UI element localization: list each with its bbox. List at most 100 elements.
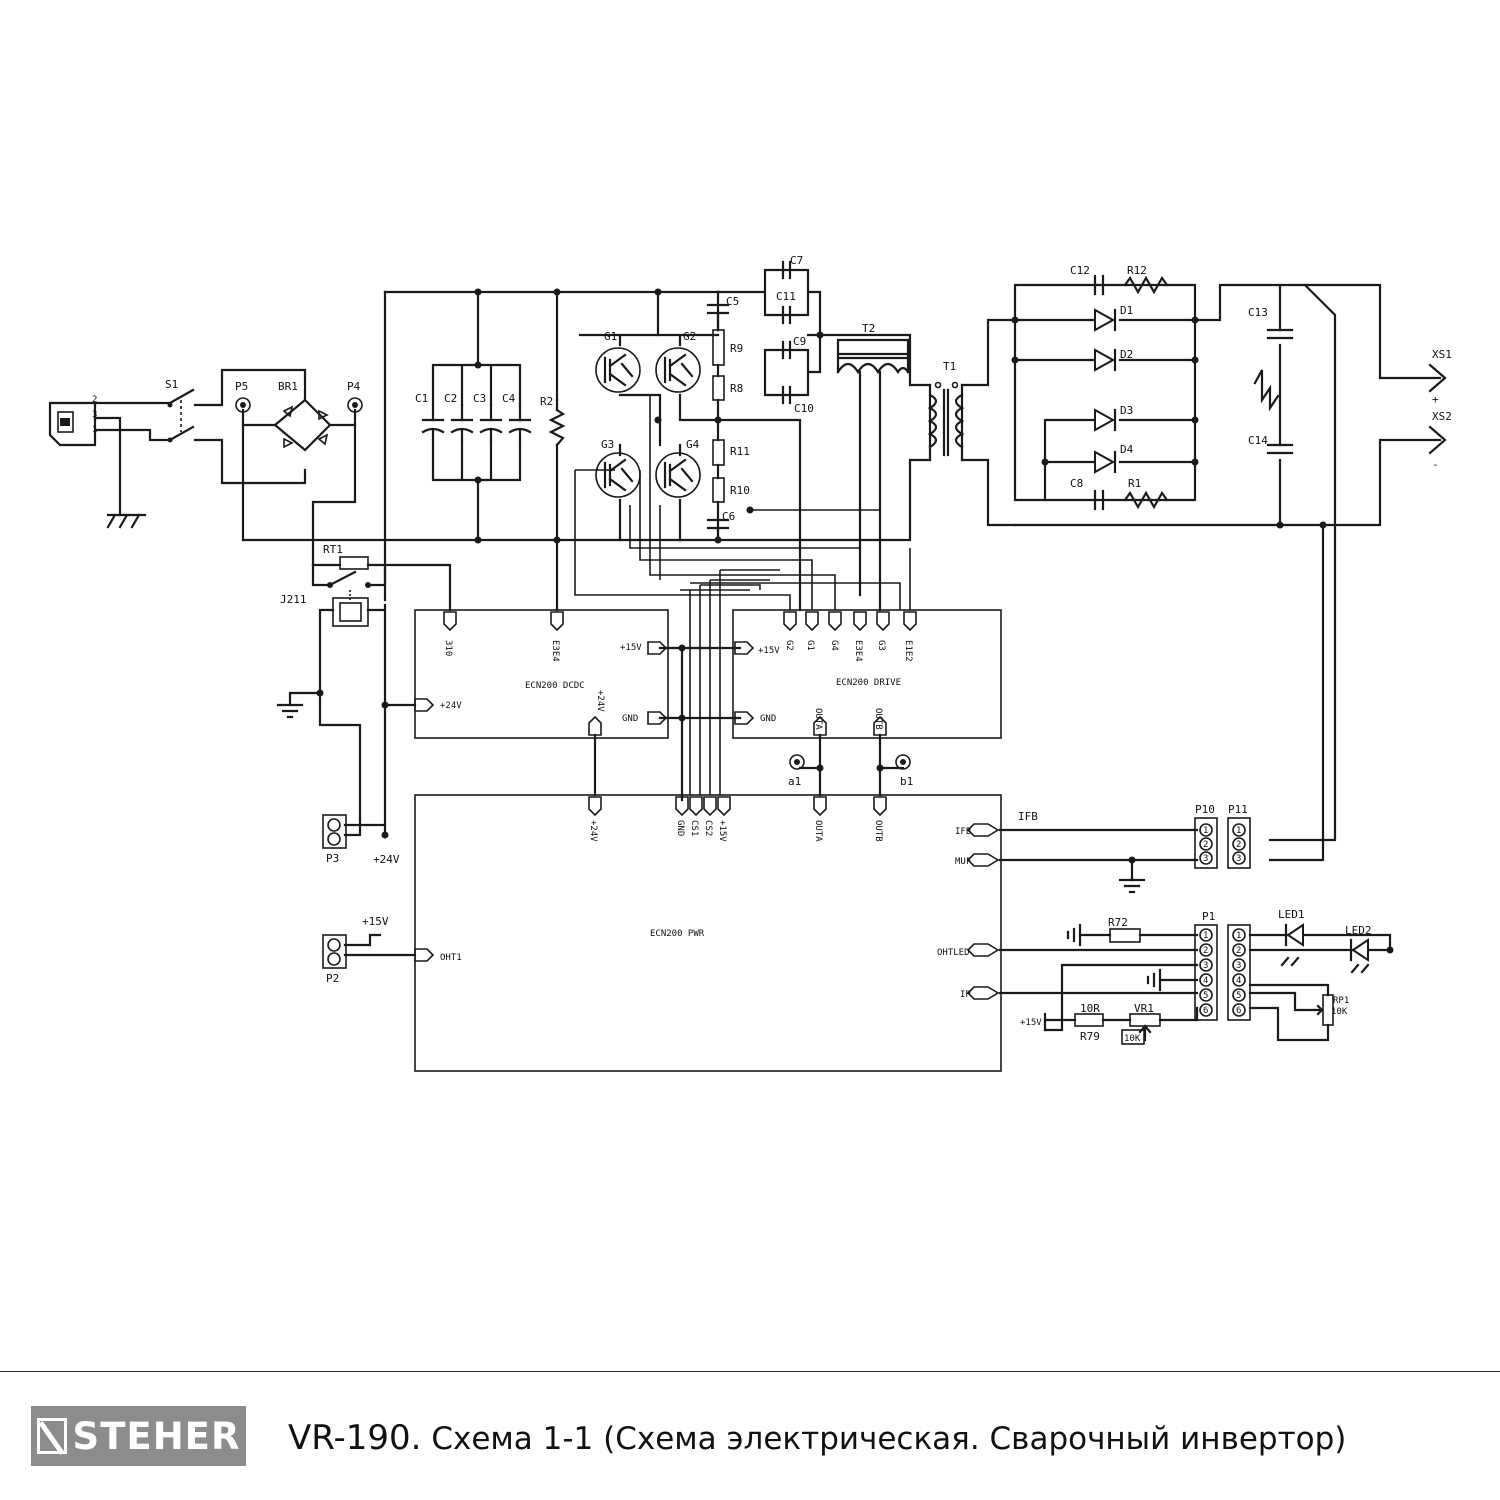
caption-text: Схема 1-1 (Схема электрическая. Сварочны… <box>421 1421 1347 1457</box>
svg-text:+15V: +15V <box>1020 1018 1042 1028</box>
igbt-g4 <box>655 452 701 498</box>
svg-text:2: 2 <box>1236 946 1241 956</box>
svg-text:6: 6 <box>1203 1006 1208 1016</box>
connector-p11 <box>1227 817 1251 869</box>
svg-text:3: 3 <box>92 410 97 420</box>
svg-text:P4: P4 <box>347 380 361 393</box>
svg-text:+: + <box>1432 393 1439 406</box>
svg-text:P5: P5 <box>235 380 248 393</box>
svg-text:OHTLED: OHTLED <box>937 948 970 958</box>
relay-contact <box>327 570 371 600</box>
connector-p10 <box>1194 817 1218 869</box>
svg-text:J211: J211 <box>280 593 307 606</box>
svg-text:3: 3 <box>1236 854 1241 864</box>
svg-text:CS1: CS1 <box>689 820 699 836</box>
svg-text:GND: GND <box>760 714 776 724</box>
ground-symbol-p1 <box>1146 968 1162 992</box>
svg-text:T2: T2 <box>862 322 875 335</box>
svg-text:E3E4: E3E4 <box>550 640 560 662</box>
resistor-r79 <box>1074 1013 1104 1027</box>
port-labels: 310 E3E4 +24V +15V GND +24V G2 G1 G4 E3E… <box>440 640 971 1000</box>
svg-text:D3: D3 <box>1120 404 1133 417</box>
svg-text:R1: R1 <box>1128 477 1141 490</box>
component-labels: 2 3 1 S1 P5 BR1 P4 C1 C2 C3 C4 R2 G1 G2 … <box>92 254 1452 1044</box>
connector-p3 <box>322 814 347 849</box>
svg-text:+15V: +15V <box>717 820 727 842</box>
svg-text:RT1: RT1 <box>323 543 343 556</box>
thermistor-rt1 <box>339 556 369 570</box>
block-ecn200-dcdc <box>414 609 669 739</box>
svg-text:+15V: +15V <box>362 915 389 928</box>
svg-text:C1: C1 <box>415 392 428 405</box>
svg-text:ECN200 PWR: ECN200 PWR <box>650 929 705 939</box>
svg-text:10K: 10K <box>1331 1007 1348 1017</box>
svg-text:IFB: IFB <box>955 827 971 837</box>
svg-text:P2: P2 <box>326 972 339 985</box>
svg-text:C10: C10 <box>794 402 814 415</box>
svg-text:5: 5 <box>1203 991 1208 1001</box>
svg-text:IP: IP <box>960 990 971 1000</box>
svg-text:IFB: IFB <box>1018 810 1038 823</box>
connector-p2 <box>322 934 347 969</box>
svg-text:ECN200 DCDC: ECN200 DCDC <box>525 681 585 691</box>
svg-text:D2: D2 <box>1120 348 1133 361</box>
svg-text:+15V: +15V <box>758 646 780 656</box>
svg-text:3: 3 <box>1203 854 1208 864</box>
svg-text:D4: D4 <box>1120 443 1134 456</box>
svg-text:10K: 10K <box>1124 1034 1141 1044</box>
igbt-g2 <box>655 347 701 393</box>
svg-text:C9: C9 <box>793 335 806 348</box>
svg-text:G3: G3 <box>601 438 614 451</box>
block-ecn200-drive <box>732 609 1002 739</box>
relay-coil-j211 <box>332 597 369 627</box>
svg-text:GND: GND <box>622 714 638 724</box>
svg-text:+24V: +24V <box>373 853 400 866</box>
svg-text:6: 6 <box>1236 1006 1241 1016</box>
svg-text:P3: P3 <box>326 852 339 865</box>
svg-text:1: 1 <box>92 425 97 435</box>
mains-plug <box>48 401 97 447</box>
svg-text:BR1: BR1 <box>278 380 298 393</box>
svg-text:OUTA: OUTA <box>813 820 823 842</box>
svg-text:S1: S1 <box>165 378 178 391</box>
svg-text:b1: b1 <box>900 775 913 788</box>
svg-text:C8: C8 <box>1070 477 1083 490</box>
output-capacitors <box>1253 328 1294 455</box>
capacitor-bank <box>421 403 532 442</box>
svg-text:R12: R12 <box>1127 264 1147 277</box>
svg-text:C4: C4 <box>502 392 516 405</box>
svg-text:LED2: LED2 <box>1345 924 1372 937</box>
connector-p1 <box>1194 924 1251 1021</box>
svg-text:C5: C5 <box>726 295 739 308</box>
svg-text:G4: G4 <box>686 438 700 451</box>
svg-text:310: 310 <box>443 640 453 656</box>
schematic-diagram: 2 3 1 S1 P5 BR1 P4 C1 C2 C3 C4 R2 G1 G2 … <box>48 254 1452 1072</box>
svg-text:G2: G2 <box>683 330 696 343</box>
svg-text:2: 2 <box>1236 840 1241 850</box>
svg-text:1: 1 <box>1236 931 1241 941</box>
switch-s1 <box>167 388 195 443</box>
svg-text:G4: G4 <box>829 640 839 651</box>
svg-text:a1: a1 <box>788 775 801 788</box>
svg-text:CS2: CS2 <box>703 820 713 836</box>
led1 <box>1280 923 1304 967</box>
svg-text:C14: C14 <box>1248 434 1268 447</box>
svg-text:5: 5 <box>1236 991 1241 1001</box>
terminal-p5 <box>235 397 251 413</box>
svg-text:1: 1 <box>1203 931 1208 941</box>
snubber-column <box>706 303 730 542</box>
svg-text:OUTB: OUTB <box>873 708 883 730</box>
brand-logo: STEHER <box>31 1406 246 1466</box>
svg-text:LED1: LED1 <box>1278 908 1305 921</box>
svg-text:E3E4: E3E4 <box>853 640 863 662</box>
block-labels: ECN200 DCDC ECN200 DRIVE ECN200 PWR <box>525 678 901 939</box>
terminal-p4 <box>347 397 363 413</box>
svg-text:R72: R72 <box>1108 916 1128 929</box>
igbt-g1 <box>595 347 641 393</box>
svg-text:2: 2 <box>92 395 97 405</box>
test-point-b1 <box>895 754 911 770</box>
block-ecn200-pwr <box>414 794 1002 1072</box>
svg-text:OUTA: OUTA <box>813 708 823 730</box>
svg-text:R2: R2 <box>540 395 553 408</box>
svg-text:G3: G3 <box>876 640 886 651</box>
